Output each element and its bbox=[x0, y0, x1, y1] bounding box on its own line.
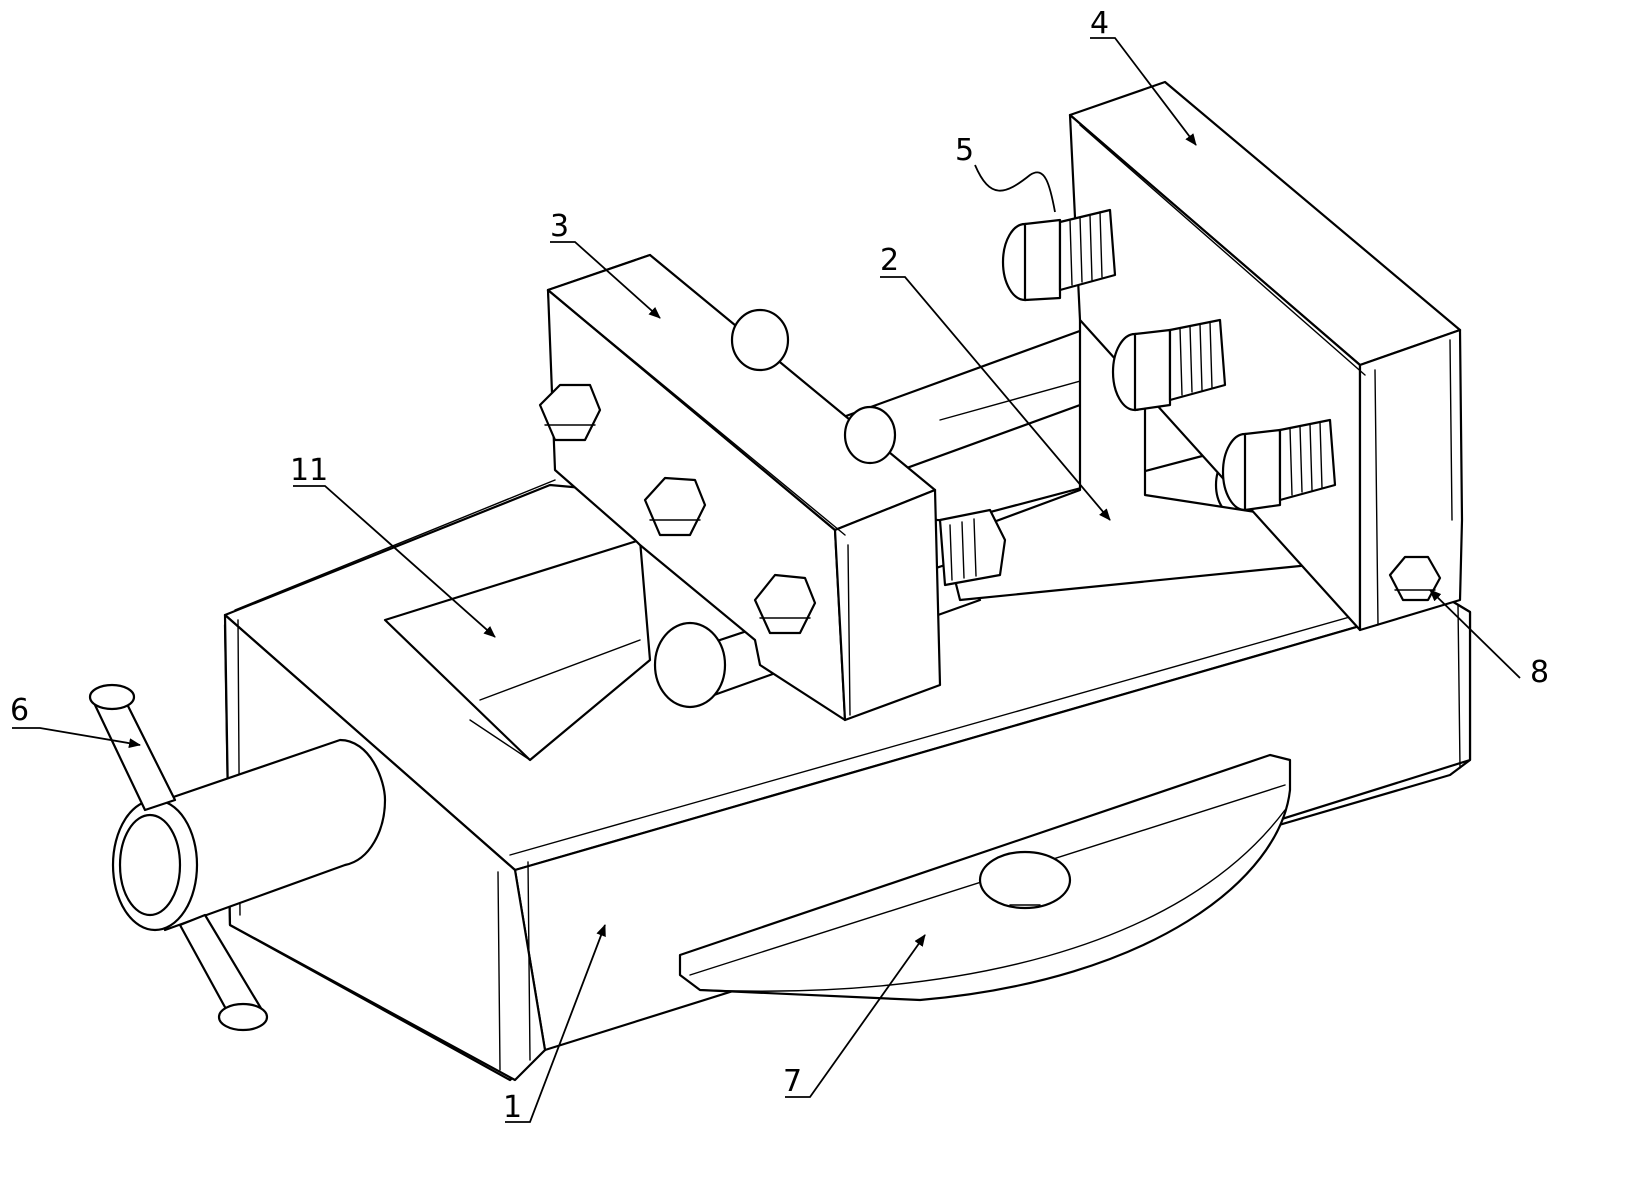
label-1: 1 bbox=[503, 1090, 522, 1125]
label-8: 8 bbox=[1530, 655, 1549, 690]
label-3: 3 bbox=[550, 209, 569, 244]
label-2: 2 bbox=[880, 243, 899, 278]
label-11: 11 bbox=[290, 453, 328, 488]
leader-5 bbox=[975, 165, 1055, 212]
label-5: 5 bbox=[955, 133, 974, 168]
label-7: 7 bbox=[783, 1064, 802, 1099]
label-4: 4 bbox=[1090, 6, 1109, 41]
jaw-screw-front bbox=[940, 510, 1005, 585]
label-6: 6 bbox=[10, 693, 29, 728]
